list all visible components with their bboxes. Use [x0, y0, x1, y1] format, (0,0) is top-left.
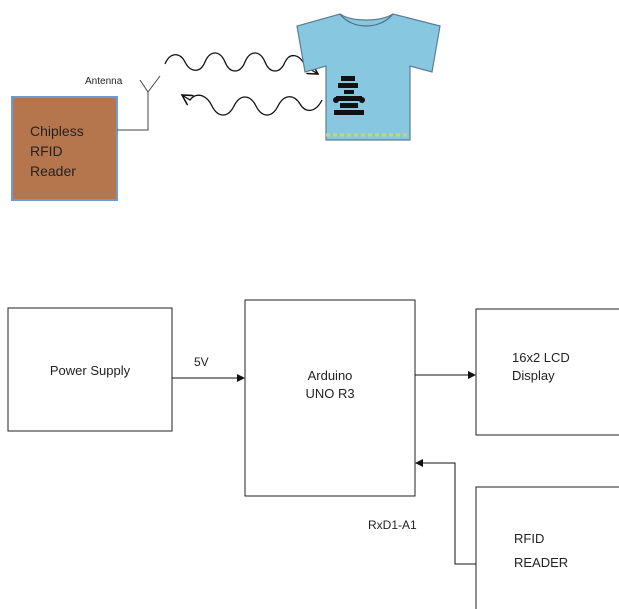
outgoing-wave [164, 52, 318, 74]
antenna-icon [117, 75, 161, 131]
power-supply-label: Power Supply [50, 363, 131, 378]
chipless-tag-icon [333, 76, 365, 115]
reader-label-line-1: Chipless [30, 123, 84, 139]
reader-label-line-2: RFID [30, 143, 63, 159]
connection-label: RxD1-A1 [368, 518, 417, 532]
rfid-label-line-2: READER [514, 555, 568, 570]
tshirt-body [296, 13, 441, 141]
voltage-label: 5V [194, 355, 209, 369]
reader-rect [11, 96, 118, 201]
arduino-block: Arduino UNO R3 [244, 299, 416, 497]
rfid-reader-box: Chipless RFID Reader [11, 96, 118, 201]
arduino-label-line-1: Arduino [308, 368, 353, 383]
rfid-to-arduino-arrow [415, 459, 476, 565]
antenna-arm-right [147, 75, 161, 93]
reader-label-line-3: Reader [30, 163, 76, 179]
lcd-label-line-2: Display [512, 368, 555, 383]
tshirt-icon [296, 13, 441, 141]
rfid-reader-block: RFID READER [475, 486, 619, 609]
tshirt-collar [339, 13, 394, 27]
lcd-label-line-1: 16x2 LCD [512, 350, 570, 365]
antenna-label: Antenna [85, 76, 123, 87]
rfid-label-line-1: RFID [514, 531, 544, 546]
lcd-block: 16x2 LCD Display [475, 308, 619, 436]
antenna-arm-left [139, 79, 149, 93]
returning-wave [182, 95, 323, 116]
power-supply-block: Power Supply [7, 307, 173, 432]
arduino-label-line-2: UNO R3 [305, 386, 354, 401]
antenna-wire [117, 92, 149, 131]
